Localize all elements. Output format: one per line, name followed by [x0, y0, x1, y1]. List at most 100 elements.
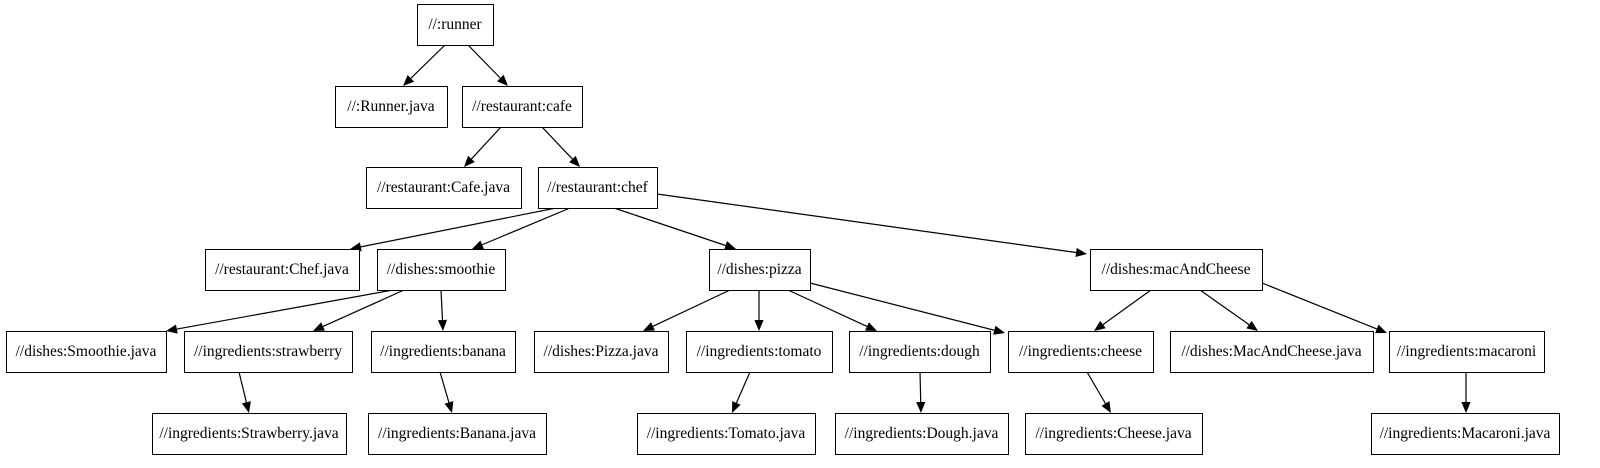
node-box[interactable]	[637, 413, 816, 455]
edge-dishes_macandchz-to-macandchz_java	[1199, 289, 1258, 331]
edge-dishes_macandchz-to-ing_cheese	[1094, 289, 1152, 331]
node-box[interactable]	[371, 331, 516, 373]
edge-dishes_pizza-to-ing_dough	[787, 289, 877, 331]
graph-node-strawberry_java[interactable]: //ingredients:Strawberry.java	[152, 413, 347, 455]
node-box[interactable]	[1008, 331, 1154, 373]
arrowhead-icon	[993, 325, 1005, 335]
node-box[interactable]	[152, 413, 347, 455]
graph-node-pizza_java[interactable]: //dishes:Pizza.java	[534, 331, 669, 373]
node-label: //ingredients:dough	[859, 343, 980, 360]
graph-node-ing_cheese[interactable]: //ingredients:cheese	[1008, 331, 1154, 373]
node-label: //restaurant:Chef.java	[215, 261, 349, 278]
arrowhead-icon	[166, 324, 178, 334]
arrowhead-icon	[403, 75, 415, 86]
arrowhead-icon	[1461, 402, 1471, 413]
graph-node-dishes_pizza[interactable]: //dishes:pizza	[709, 249, 811, 291]
arrowhead-icon	[497, 74, 508, 86]
arrowhead-icon	[472, 240, 484, 249]
graph-node-restaurant_cafe[interactable]: //restaurant:cafe	[462, 86, 583, 128]
node-box[interactable]	[205, 249, 360, 291]
node-box[interactable]	[462, 86, 583, 128]
node-label: //restaurant:Cafe.java	[377, 179, 510, 196]
edge-ing_cheese-to-cheese_java	[1086, 371, 1111, 413]
edge-dishes_macandchz-to-ing_macaroni	[1261, 282, 1387, 334]
node-label: //restaurant:chef	[547, 179, 649, 196]
arrowhead-icon	[643, 322, 655, 331]
arrowhead-icon	[732, 401, 741, 413]
node-box[interactable]	[835, 413, 1009, 455]
node-label: //ingredients:tomato	[697, 343, 822, 360]
arrowhead-icon	[1075, 247, 1087, 258]
edge-ing_strawberry-to-strawberry_java	[238, 371, 251, 413]
edge-restaurant_cafe-to-restaurant_chef	[541, 126, 580, 167]
node-label: //dishes:Smoothie.java	[16, 343, 157, 360]
graph-node-ing_macaroni[interactable]: //ingredients:macaroni	[1389, 331, 1545, 373]
edge-ing_tomato-to-tomato_java	[732, 371, 751, 413]
node-box[interactable]	[534, 331, 669, 373]
edge-runner-to-runner_java	[403, 44, 446, 86]
node-box[interactable]	[709, 249, 811, 291]
edge-restaurant_chef-to-chef_java	[350, 207, 557, 252]
graph-node-tomato_java[interactable]: //ingredients:Tomato.java	[637, 413, 816, 455]
graph-node-cafe_java[interactable]: //restaurant:Cafe.java	[366, 167, 522, 209]
edge-ing_macaroni-to-macaroni_java	[1461, 372, 1471, 413]
graph-node-dishes_macandchz[interactable]: //dishes:macAndCheese	[1090, 249, 1263, 291]
node-box[interactable]	[366, 167, 522, 209]
graph-node-cheese_java[interactable]: //ingredients:Cheese.java	[1025, 413, 1203, 455]
arrowhead-icon	[569, 155, 580, 167]
node-label: //restaurant:cafe	[472, 98, 572, 115]
node-box[interactable]	[377, 249, 506, 291]
graph-node-chef_java[interactable]: //restaurant:Chef.java	[205, 249, 360, 291]
graph-node-ing_strawberry[interactable]: //ingredients:strawberry	[184, 331, 353, 373]
edge-dishes_pizza-to-ing_tomato	[754, 290, 764, 331]
node-label: //ingredients:Tomato.java	[647, 425, 806, 442]
graph-node-runner[interactable]: //:runner	[417, 4, 494, 46]
arrowhead-icon	[313, 322, 325, 331]
node-label: //dishes:smoothie	[387, 261, 496, 278]
graph-node-ing_dough[interactable]: //ingredients:dough	[849, 331, 991, 373]
node-box[interactable]	[686, 331, 833, 373]
node-label: //:runner	[428, 16, 482, 33]
arrowhead-icon	[865, 322, 877, 331]
graph-node-smoothie_java[interactable]: //dishes:Smoothie.java	[6, 331, 167, 373]
arrowhead-icon	[241, 401, 251, 413]
arrowhead-icon	[916, 401, 926, 413]
graph-node-restaurant_chef[interactable]: //restaurant:chef	[538, 167, 658, 209]
node-box[interactable]	[538, 167, 658, 209]
graph-node-dough_java[interactable]: //ingredients:Dough.java	[835, 413, 1009, 455]
edge-dishes_smoothie-to-smoothie_java	[166, 289, 394, 334]
node-label: //ingredients:strawberry	[194, 343, 342, 360]
node-box[interactable]	[6, 331, 167, 373]
edge-dishes_smoothie-to-ing_strawberry	[313, 289, 405, 331]
graph-node-banana_java[interactable]: //ingredients:Banana.java	[368, 413, 547, 455]
graph-node-dishes_smoothie[interactable]: //dishes:smoothie	[377, 249, 506, 291]
node-box[interactable]	[849, 331, 991, 373]
graph-node-macaroni_java[interactable]: //ingredients:Macaroni.java	[1371, 413, 1560, 455]
arrowhead-icon	[1246, 320, 1258, 331]
node-box[interactable]	[1170, 331, 1374, 373]
node-box[interactable]	[1371, 413, 1560, 455]
edge-restaurant_chef-to-dishes_macandchz	[656, 193, 1087, 258]
node-label: //dishes:MacAndCheese.java	[1181, 343, 1361, 360]
graph-node-ing_tomato[interactable]: //ingredients:tomato	[686, 331, 833, 373]
node-box[interactable]	[1389, 331, 1545, 373]
arrowhead-icon	[1101, 401, 1111, 413]
graph-node-ing_banana[interactable]: //ingredients:banana	[371, 331, 516, 373]
edge-runner-to-restaurant_cafe	[467, 44, 508, 86]
node-box[interactable]	[1025, 413, 1203, 455]
node-label: //ingredients:banana	[380, 343, 506, 360]
node-label: //:Runner.java	[347, 98, 435, 115]
node-box[interactable]	[368, 413, 547, 455]
node-label: //ingredients:Banana.java	[378, 425, 536, 442]
node-box[interactable]	[417, 4, 494, 46]
arrowhead-icon	[444, 401, 454, 413]
edge-dishes_smoothie-to-ing_banana	[437, 289, 448, 331]
node-box[interactable]	[335, 86, 448, 128]
edge-ing_banana-to-banana_java	[439, 371, 454, 413]
node-box[interactable]	[1090, 249, 1263, 291]
node-box[interactable]	[184, 331, 353, 373]
graph-node-runner_java[interactable]: //:Runner.java	[335, 86, 448, 128]
graph-node-macandchz_java[interactable]: //dishes:MacAndCheese.java	[1170, 331, 1374, 373]
arrowhead-icon	[437, 319, 448, 331]
